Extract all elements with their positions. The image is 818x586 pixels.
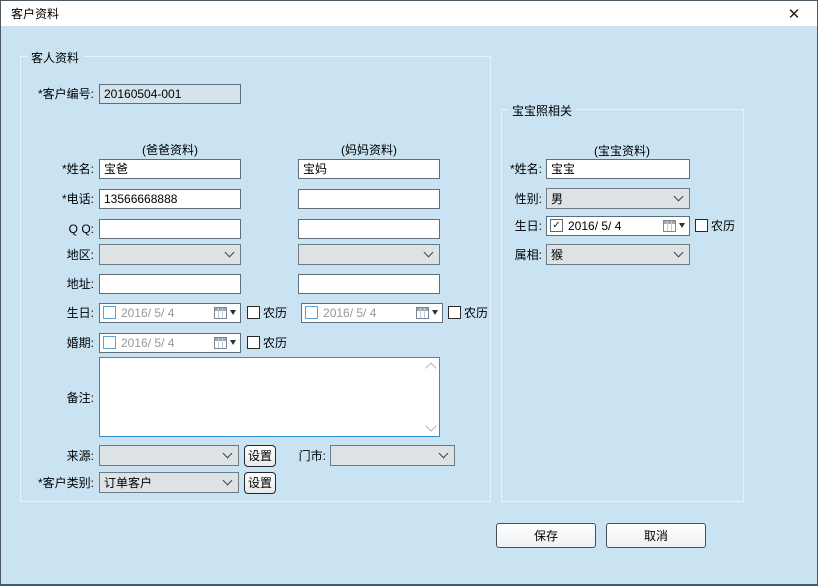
qq-label: Q Q: — [68, 221, 94, 236]
category-select[interactable]: 订单客户 — [99, 472, 239, 493]
chevron-down-icon — [673, 191, 684, 202]
dad-address-field[interactable] — [99, 273, 241, 294]
chevron-down-icon — [673, 247, 684, 258]
lunar-label: 农历 — [464, 306, 489, 320]
phone-label: *电话: — [61, 192, 94, 206]
save-button-label: 保存 — [533, 529, 558, 543]
datepicker-checkbox[interactable] — [103, 306, 116, 319]
baby-group-title: 宝宝照相关 — [508, 102, 577, 119]
mom-name-field[interactable] — [298, 158, 440, 179]
dad-qq-field[interactable] — [99, 218, 241, 239]
datepicker-checkbox[interactable] — [103, 336, 116, 349]
calendar-icon — [416, 306, 430, 319]
dad-column-header: (爸爸资料) — [142, 143, 198, 157]
dad-region-select[interactable] — [99, 244, 241, 265]
birthday-label: 生日: — [66, 306, 94, 320]
chevron-down-icon — [222, 475, 233, 486]
dad-birthday-lunar-checkbox[interactable] — [247, 306, 260, 319]
calendar-icon — [214, 336, 227, 349]
baby-birthday-lunar-checkbox[interactable] — [695, 219, 708, 232]
dad-birthday-datepicker[interactable]: 2016/ 5/ 4 — [99, 302, 241, 323]
dropdown-arrow-icon[interactable] — [230, 340, 236, 345]
mom-phone-field[interactable] — [298, 188, 440, 209]
dropdown-arrow-icon[interactable] — [230, 310, 236, 315]
chevron-down-icon — [438, 448, 449, 459]
baby-birthday-label: 生日: — [514, 219, 542, 233]
gender-value: 男 — [551, 192, 564, 206]
wedding-lunar-checkbox[interactable] — [247, 336, 260, 349]
mom-region-select[interactable] — [298, 244, 440, 265]
baby-name-label: *姓名: — [509, 162, 542, 176]
settings-button-label: 设置 — [248, 476, 273, 490]
window-title: 客户资料 — [11, 7, 60, 21]
close-icon[interactable]: ✕ — [787, 5, 801, 23]
wedding-label: 婚期: — [66, 336, 94, 350]
save-button[interactable]: 保存 — [496, 523, 596, 548]
cancel-button[interactable]: 取消 — [606, 523, 706, 548]
notes-textarea[interactable] — [100, 358, 439, 436]
baby-gender-label: 性别: — [514, 192, 542, 206]
chevron-down-icon — [224, 247, 235, 258]
calendar-icon — [214, 306, 227, 319]
dropdown-arrow-icon[interactable] — [432, 310, 439, 315]
notes-textarea-frame — [99, 357, 440, 437]
baby-photo-group: 宝宝照相关 (宝宝资料) *姓名: 性别: 男 生日: ✓ 2016/ 5/ 4… — [501, 102, 744, 502]
name-label: *姓名: — [61, 162, 94, 176]
category-label: *客户类别: — [37, 476, 94, 490]
baby-zodiac-select[interactable]: 猴 — [546, 244, 690, 265]
mom-qq-field[interactable] — [298, 218, 440, 239]
settings-button-label: 设置 — [248, 449, 273, 463]
date-text: 2016/ 5/ 4 — [121, 305, 175, 320]
date-text: 2016/ 5/ 4 — [568, 218, 622, 233]
lunar-label: 农历 — [263, 306, 288, 320]
mom-column-header: (妈妈资料) — [341, 143, 397, 157]
baby-gender-select[interactable]: 男 — [546, 188, 690, 209]
category-settings-button[interactable]: 设置 — [244, 471, 277, 494]
datepicker-checkbox-checked[interactable]: ✓ — [550, 219, 563, 232]
category-value: 订单客户 — [104, 476, 153, 490]
cancel-button-label: 取消 — [643, 529, 668, 543]
source-settings-button[interactable]: 设置 — [244, 444, 277, 467]
mom-birthday-datepicker[interactable]: 2016/ 5/ 4 — [301, 302, 444, 323]
dad-name-field[interactable] — [99, 158, 241, 179]
dropdown-arrow-icon[interactable] — [679, 223, 685, 228]
notes-label: 备注: — [66, 390, 94, 405]
dad-phone-field[interactable] — [99, 188, 241, 209]
address-label: 地址: — [66, 277, 94, 291]
source-label: 来源: — [66, 449, 94, 463]
title-bar: 客户资料 ✕ — [1, 1, 817, 26]
mom-birthday-lunar-checkbox[interactable] — [448, 306, 462, 319]
zodiac-value: 猴 — [551, 248, 564, 262]
guest-info-group: 客人资料 *客户编号: (爸爸资料) (妈妈资料) *姓名: *电话: Q Q: — [20, 49, 491, 502]
wedding-datepicker[interactable]: 2016/ 5/ 4 — [99, 332, 241, 353]
region-label: 地区: — [66, 248, 94, 262]
lunar-label: 农历 — [711, 219, 736, 233]
baby-name-field[interactable] — [546, 158, 690, 179]
lunar-label: 农历 — [263, 336, 288, 350]
source-select[interactable] — [99, 445, 239, 466]
mom-address-field[interactable] — [298, 273, 440, 294]
store-select[interactable] — [330, 445, 456, 466]
customer-no-field[interactable] — [99, 83, 241, 104]
baby-zodiac-label: 属相: — [514, 248, 542, 262]
date-text: 2016/ 5/ 4 — [323, 305, 377, 320]
chevron-down-icon — [222, 448, 233, 459]
baby-birthday-datepicker[interactable]: ✓ 2016/ 5/ 4 — [546, 215, 690, 236]
datepicker-checkbox[interactable] — [305, 306, 319, 319]
calendar-icon — [663, 219, 676, 232]
baby-column-header: (宝宝资料) — [594, 144, 650, 158]
guest-group-title: 客人资料 — [27, 49, 84, 66]
customer-no-label: *客户编号: — [37, 87, 94, 101]
store-label: 门市: — [298, 449, 327, 463]
date-text: 2016/ 5/ 4 — [121, 335, 175, 350]
chevron-down-icon — [423, 247, 434, 258]
